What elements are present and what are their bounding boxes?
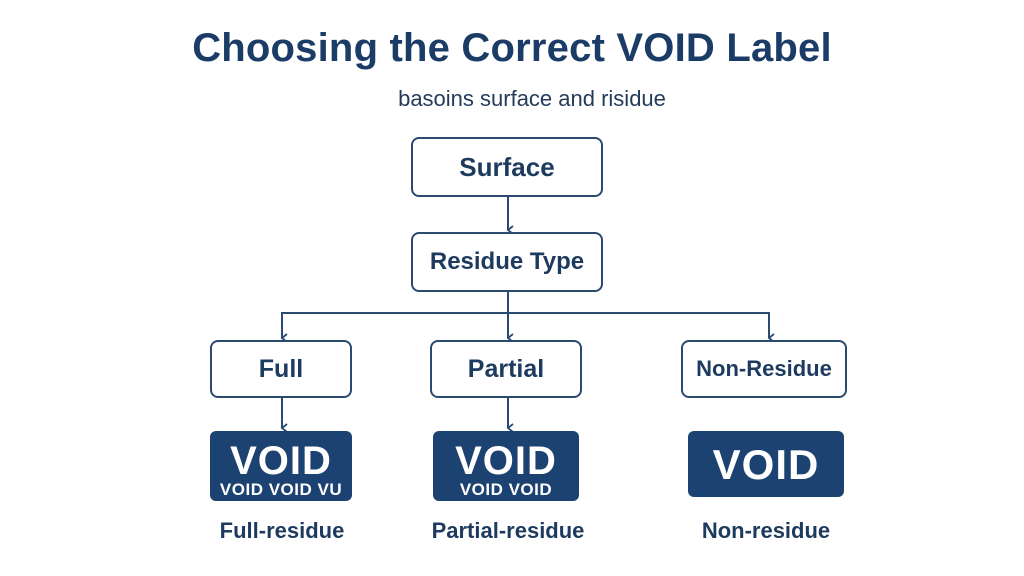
partial-residue-caption: Partial-residue bbox=[431, 518, 585, 543]
partial-node: Partial bbox=[430, 340, 582, 398]
non-residue-node: Non-Residue bbox=[681, 340, 847, 398]
non-residue-void-label: VOID bbox=[688, 431, 844, 497]
full-residue-caption: Full-residue bbox=[219, 518, 345, 543]
non-residue-void-main-text: VOID bbox=[712, 441, 820, 488]
non-residue-node-label: Non-Residue bbox=[696, 356, 832, 381]
full-node-label: Full bbox=[258, 354, 304, 383]
diagram-title: Choosing the Correct VOID Label bbox=[192, 26, 832, 70]
residue-type-node-label: Residue Type bbox=[429, 248, 585, 275]
residue-type-node: Residue Type bbox=[411, 232, 603, 292]
surface-node-label: Surface bbox=[459, 151, 555, 182]
partial-void-main-text: VOID bbox=[455, 439, 557, 483]
partial-void-strip-text: VOID VOID bbox=[459, 480, 553, 499]
full-void-strip-text: VOID VOID VU bbox=[219, 480, 343, 499]
non-residue-caption: Non-residue bbox=[701, 518, 831, 543]
surface-node: Surface bbox=[411, 137, 603, 197]
full-residue-void-label: VOID VOID VOID VU bbox=[210, 431, 352, 501]
partial-residue-void-label: VOID VOID VOID bbox=[433, 431, 579, 501]
full-void-main-text: VOID bbox=[230, 439, 332, 483]
diagram-subtitle: basoins surface and risidue bbox=[398, 86, 666, 111]
full-node: Full bbox=[210, 340, 352, 398]
partial-node-label: Partial bbox=[467, 354, 545, 383]
